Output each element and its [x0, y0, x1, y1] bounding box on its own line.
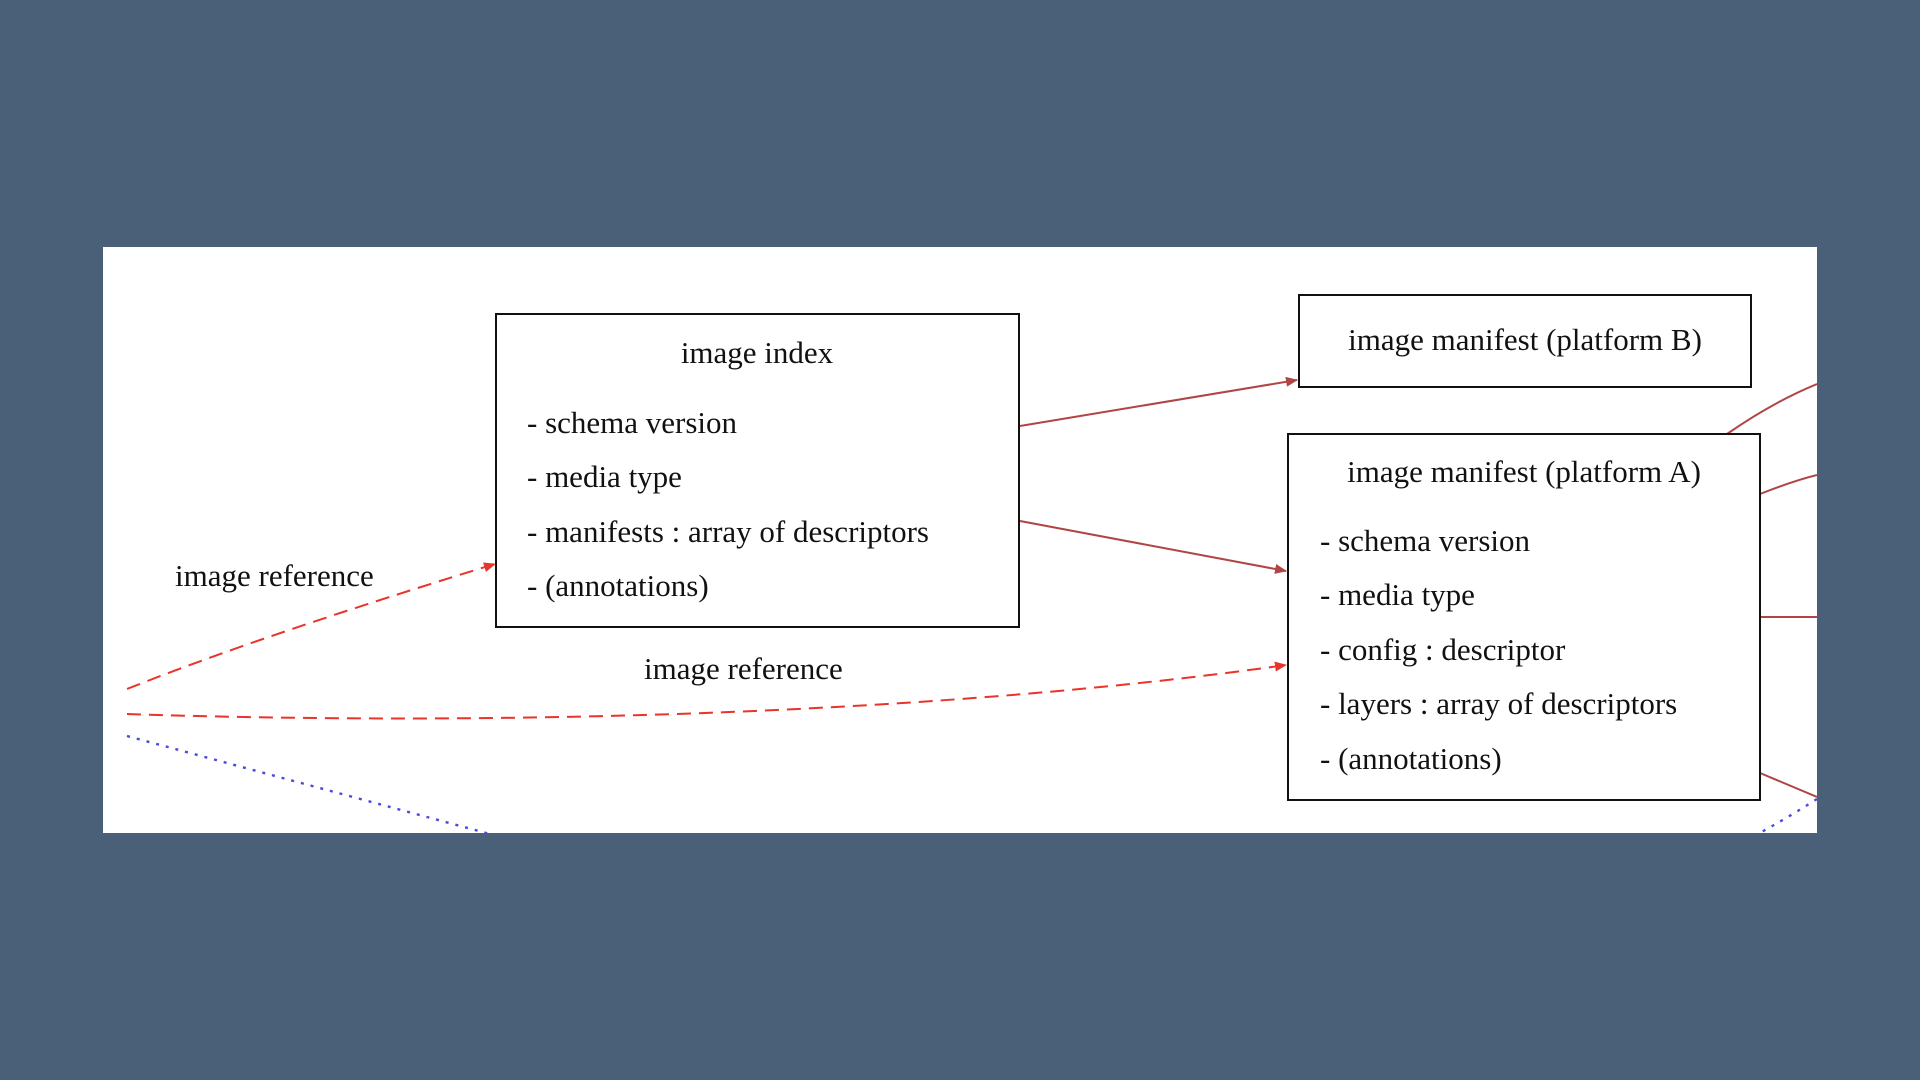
edge-label-image-reference-center: image reference	[644, 651, 843, 686]
node-manifest-platform-a[interactable]: image manifest (platform A) - schema ver…	[1287, 433, 1761, 801]
dotted-edge-left	[126, 734, 491, 833]
node-image-index-field: - media type	[527, 459, 682, 494]
node-manifest-platform-b-title: image manifest (platform B)	[1348, 322, 1702, 357]
node-image-index-field: - manifests : array of descriptors	[527, 514, 929, 549]
edge-manifest-a-out-1	[1726, 383, 1817, 435]
node-manifest-platform-b[interactable]: image manifest (platform B)	[1298, 294, 1752, 388]
edge-manifest-a-out-2	[1759, 474, 1817, 495]
diagram-svg: image reference image reference image in…	[126, 294, 1817, 833]
node-manifest-platform-b-box	[1298, 294, 1752, 388]
node-manifest-platform-a-field: - schema version	[1320, 523, 1531, 558]
node-manifest-platform-a-field: - config : descriptor	[1320, 632, 1566, 667]
node-image-index-field: - (annotations)	[527, 568, 709, 603]
edge-ref-to-manifest-a	[126, 661, 1287, 720]
node-manifest-platform-a-field: - (annotations)	[1320, 741, 1502, 776]
dotted-edge-right	[1757, 797, 1817, 833]
node-image-index-field: - schema version	[527, 405, 738, 440]
edge-label-image-reference-left: image reference	[175, 558, 374, 593]
node-image-index[interactable]: image index - schema version - media typ…	[495, 313, 1020, 628]
node-manifest-platform-a-field: - media type	[1320, 577, 1475, 612]
edge-index-to-manifest-a	[1019, 520, 1287, 574]
node-manifest-platform-a-field: - layers : array of descriptors	[1320, 686, 1677, 721]
node-manifest-platform-a-box	[1287, 433, 1761, 801]
edge-index-to-manifest-b	[1019, 376, 1298, 427]
node-manifest-platform-a-title: image manifest (platform A)	[1347, 454, 1701, 489]
diagram-canvas: image reference image reference image in…	[103, 247, 1817, 833]
edge-manifest-a-out-4	[1759, 772, 1817, 798]
node-image-index-title: image index	[681, 335, 834, 370]
node-image-index-box	[495, 313, 1020, 628]
